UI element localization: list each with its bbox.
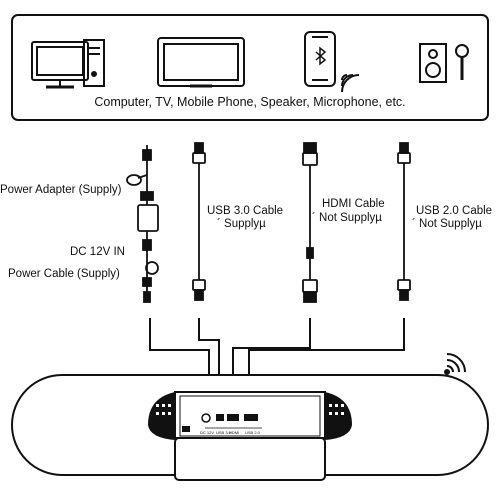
- dc-in-label: DC 12V IN: [70, 246, 125, 258]
- tv-icon: [157, 37, 245, 88]
- usb2-cable-label: USB 2.0 Cable: [416, 205, 493, 217]
- mobile-phone-bluetooth-icon: [304, 31, 360, 93]
- usb3-supply-label: ´ Supplyµ: [217, 218, 266, 230]
- usb3-cable-label: USB 3.0 Cable: [207, 205, 284, 217]
- devices-box: [11, 14, 489, 121]
- power-cable-graphic: [126, 145, 159, 303]
- computer-icon: [31, 39, 105, 89]
- speaker-microphone-icon: [419, 43, 469, 83]
- wireless-signal-icon: [444, 353, 466, 375]
- usb2-cable-graphic: [397, 142, 411, 301]
- hdmi-supply-label: ´ Not Supplyµ: [312, 212, 382, 224]
- power-cable-label: Power Cable (Supply): [8, 268, 120, 280]
- usb3-cable-graphic: [192, 142, 206, 301]
- hdmi-cable-label: HDMI Cable: [322, 198, 385, 210]
- usb2-supply-label: ´ Not Supplyµ: [412, 218, 482, 230]
- hdmi-cable-graphic: [302, 142, 318, 303]
- video-bar-device: [11, 374, 489, 481]
- devices-caption: Computer, TV, Mobile Phone, Speaker, Mic…: [94, 95, 406, 109]
- power-adapter-label: Power Adapter (Supply): [0, 184, 122, 196]
